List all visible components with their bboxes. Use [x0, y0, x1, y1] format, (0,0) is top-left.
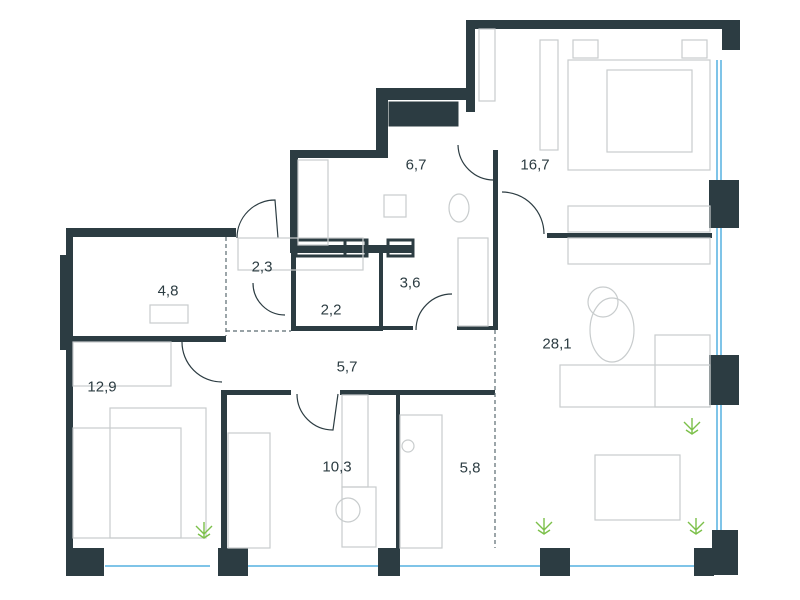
room-area-wc: 2,2	[320, 301, 342, 319]
partitions	[225, 237, 496, 548]
room-area-hall-entry: 2,3	[251, 258, 273, 276]
room-area-bedroom-left: 12,9	[87, 378, 117, 396]
room-area-bedroom-master: 16,7	[520, 156, 550, 174]
room-area-corridor: 5,7	[336, 358, 358, 376]
plant-icons	[195, 418, 705, 539]
doors	[181, 144, 545, 431]
furniture	[72, 28, 711, 549]
walls	[60, 20, 740, 576]
room-area-kitchen: 5,8	[459, 459, 481, 477]
windows	[105, 60, 722, 567]
room-area-bathroom: 3,6	[399, 274, 421, 292]
room-area-bedroom-child: 10,3	[322, 458, 352, 476]
room-area-bathroom-large: 6,7	[405, 156, 427, 174]
room-area-living: 28,1	[542, 335, 572, 353]
room-area-storage: 4,8	[157, 282, 179, 300]
